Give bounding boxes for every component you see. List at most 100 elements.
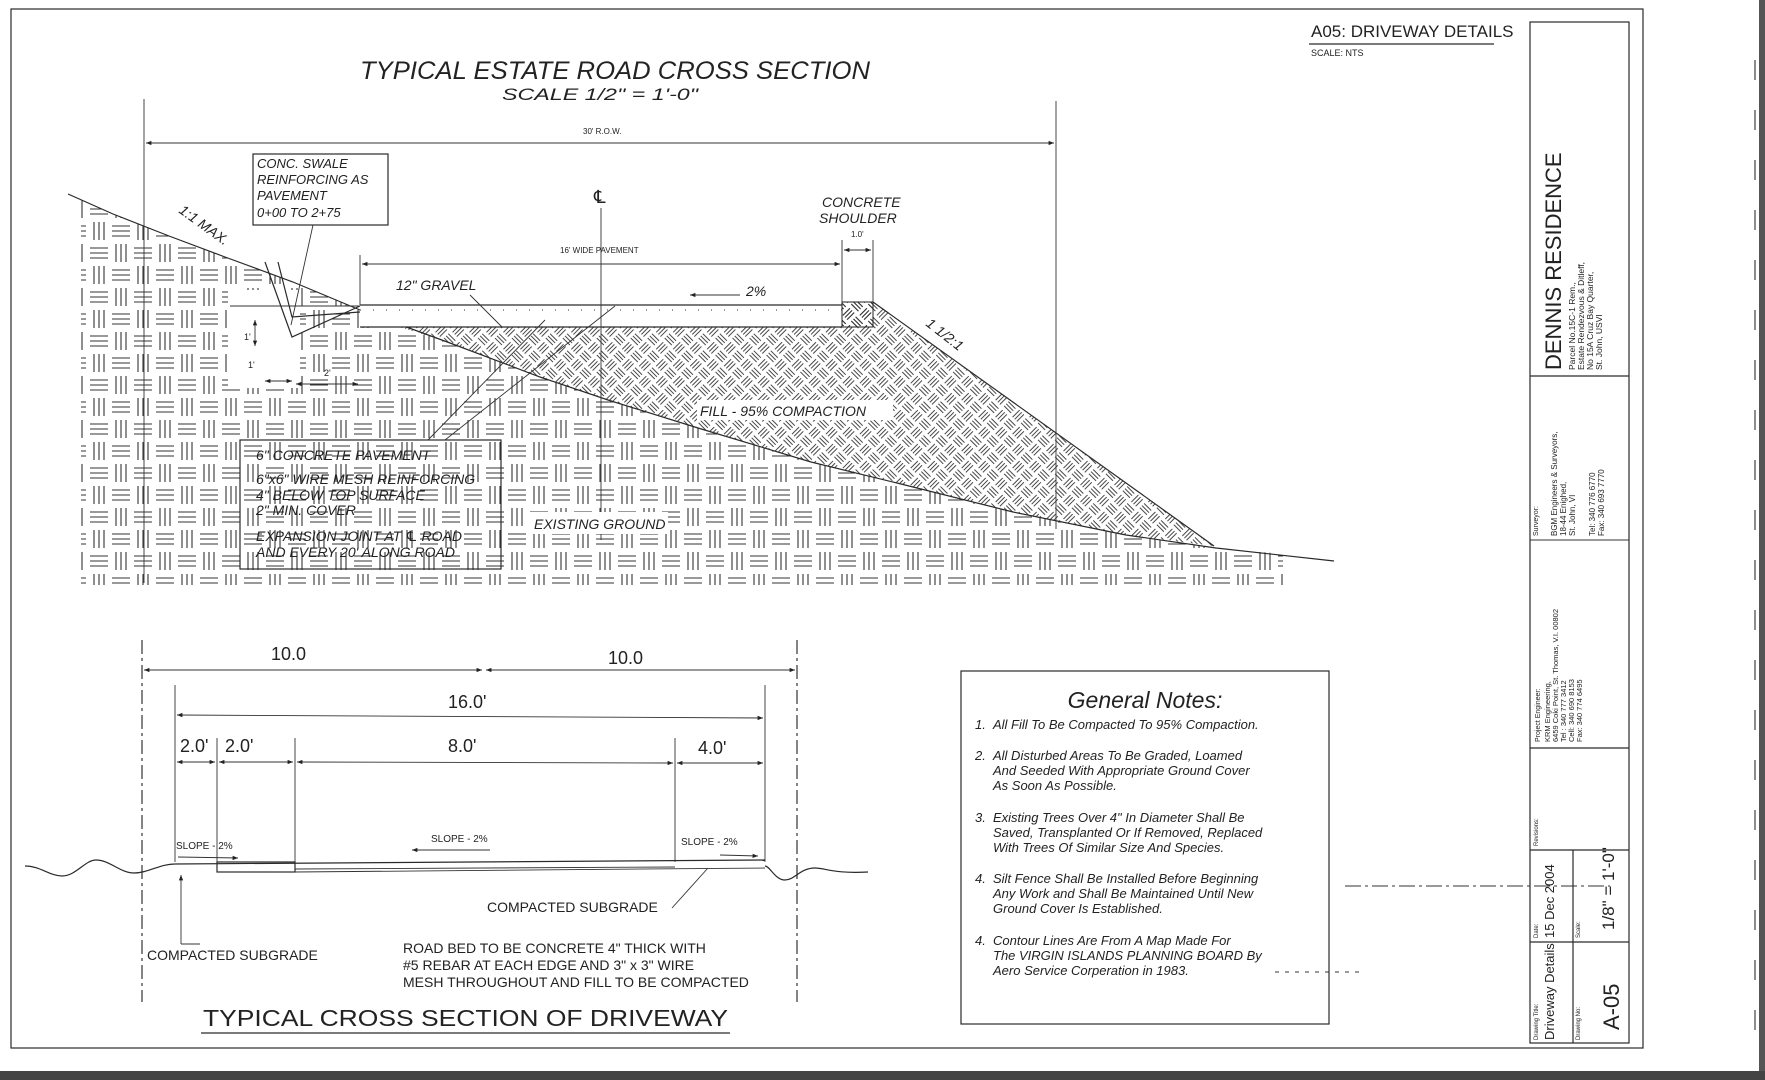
project-address-line: Estate Rendezvous & Ditleff, xyxy=(1576,262,1586,370)
drawing-number: A-05 xyxy=(1599,984,1624,1030)
general-notes: General Notes: 1. All Fill To Be Compact… xyxy=(960,670,1610,1025)
shoulder-label: CONCRETE xyxy=(822,194,901,210)
date-label: Date: xyxy=(1534,923,1540,938)
road-section-title: TYPICAL ESTATE ROAD CROSS SECTION xyxy=(360,57,871,85)
dim-segment: 2.0' xyxy=(180,736,208,756)
slope-label: SLOPE - 2% xyxy=(176,841,233,852)
cross-slope-label: 2% xyxy=(745,283,766,299)
engineer-label: Project Engineer: xyxy=(1535,688,1542,742)
scan-edge-bottom xyxy=(0,1071,1765,1080)
note-line: Ground Cover Is Established. xyxy=(993,901,1163,916)
driveway-slab-top xyxy=(174,859,766,865)
general-notes-box xyxy=(960,670,1330,1025)
road-bed-note-line: #5 REBAR AT EACH EDGE AND 3" x 3" WIRE xyxy=(403,957,694,973)
pavement-note-line: 2" MIN. COVER xyxy=(255,502,356,518)
drawing-date: 15 Dec 2004 xyxy=(1542,864,1557,938)
subgrade-label: COMPACTED SUBGRADE xyxy=(147,947,318,963)
note-line: Existing Trees Over 4" In Diameter Shall… xyxy=(993,810,1244,825)
note-line: The VIRGIN ISLANDS PLANNING BOARD By xyxy=(993,948,1263,963)
drawing-no-label: Drawing No: xyxy=(1576,1007,1582,1040)
slope-label: SLOPE - 2% xyxy=(431,834,488,845)
dim-left-half: 10.0 xyxy=(271,644,306,664)
ground-line xyxy=(24,859,869,881)
road-section-scale: SCALE 1/2" = 1'-0" xyxy=(502,85,699,104)
note-line: Any Work and Shall Be Maintained Until N… xyxy=(992,886,1255,901)
swale-clear xyxy=(228,290,300,388)
dim-right-half: 10.0 xyxy=(608,648,643,668)
dim-total: 16.0' xyxy=(448,692,486,712)
drawing-title-label: Drawing Title: xyxy=(1534,1003,1540,1040)
dim-segment: 8.0' xyxy=(448,736,476,756)
surveyor-phone: Tel: 340 776 6770 xyxy=(1588,472,1597,536)
note-line: All Fill To Be Compacted To 95% Compacti… xyxy=(992,717,1259,732)
engineer-line: Tel : 340 777 3412 xyxy=(1559,680,1568,742)
sheet-border xyxy=(10,8,1644,1049)
existing-ground-line xyxy=(67,193,1335,562)
note-number: 2. xyxy=(974,748,986,763)
note-line: Aero Service Corperation in 1983. xyxy=(992,963,1189,978)
swale-note-line: PAVEMENT xyxy=(257,188,328,203)
road-bed-note-line: ROAD BED TO BE CONCRETE 4" THICK WITH xyxy=(403,940,706,956)
engineer-line: 6459 Coki Point, St. Thomas, V.I. 00802 xyxy=(1551,609,1560,742)
general-notes-title: General Notes: xyxy=(1068,687,1223,713)
fill-slope-line xyxy=(872,301,1215,547)
note-number: 4. xyxy=(975,871,986,886)
pavement-note-line: 6" CONCRETE PAVEMENT xyxy=(256,447,432,463)
note-line: Contour Lines Are From A Map Made For xyxy=(993,933,1231,948)
dim-segment: 2.0' xyxy=(225,736,253,756)
swale-note-line: REINFORCING AS xyxy=(257,172,369,187)
project-name: DENNIS RESIDENCE xyxy=(1541,152,1566,370)
project-address-line: No 15A Cruz Bay Quarter, xyxy=(1585,272,1595,370)
fill-label: FILL - 95% COMPACTION xyxy=(700,403,867,419)
pavement-note-line: 6"x6" WIRE MESH REINFORCING xyxy=(256,471,475,487)
note-line: All Disturbed Areas To Be Graded, Loamed xyxy=(992,748,1243,763)
subgrade-label: COMPACTED SUBGRADE xyxy=(487,899,658,915)
drawing-scale: 1/8" = 1'-0" xyxy=(1599,847,1618,930)
swale-note-line: CONC. SWALE xyxy=(257,156,348,171)
surveyor-line: BGM Engineers & Surveyors, xyxy=(1550,432,1559,536)
swale-dim-label: 1' xyxy=(248,360,255,370)
surveyor-line: St. John, VI xyxy=(1568,495,1577,536)
note-line: And Seeded With Appropriate Ground Cover xyxy=(992,763,1250,778)
sheet-title: A05: DRIVEWAY DETAILS xyxy=(1311,22,1514,41)
surveyor-line: 18-44 Enighed, xyxy=(1559,482,1568,536)
swale-note-box xyxy=(252,153,389,226)
pavement-note-box xyxy=(239,439,502,570)
note-line: Saved, Transplanted Or If Removed, Repla… xyxy=(993,825,1263,840)
note-line: With Trees Of Similar Size And Species. xyxy=(993,840,1224,855)
pavement-note-line: EXPANSION JOINT AT ℄ ROAD xyxy=(256,528,462,544)
note-number: 4. xyxy=(975,933,986,948)
slope-label: SLOPE - 2% xyxy=(681,837,738,848)
dim-segment: 4.0' xyxy=(698,738,726,758)
surveyor-phone: Fax: 340 693 7770 xyxy=(1597,469,1606,536)
sheet-scale: SCALE: NTS xyxy=(1311,48,1364,58)
note-number: 1. xyxy=(975,717,986,732)
scale-label: Scale: xyxy=(1576,921,1582,938)
driveway-section-title: TYPICAL CROSS SECTION OF DRIVEWAY xyxy=(203,1005,728,1031)
surveyor-label: Surveyor: xyxy=(1533,506,1540,536)
shoulder-dimension-label: 1.0' xyxy=(851,230,864,239)
existing-ground-hatch xyxy=(81,200,1283,585)
centerline-symbol: ℄ xyxy=(593,187,606,207)
concrete-swale xyxy=(264,261,361,338)
revisions-label: Revisions: xyxy=(1534,818,1540,846)
engineer-line: KRM Engineering, xyxy=(1543,681,1552,742)
pavement-dimension-label: 16' WIDE PAVEMENT xyxy=(560,246,639,255)
note-line: Silt Fence Shall Be Installed Before Beg… xyxy=(993,871,1259,886)
swale-dim-label: 2' xyxy=(324,368,331,378)
thickened-edge xyxy=(216,861,296,873)
sheet-header: A05: DRIVEWAY DETAILS SCALE: NTS xyxy=(1309,22,1514,58)
engineer-line: Fax: 340 774 6495 xyxy=(1575,679,1584,742)
engineer-line: Cell: 340 690 8153 xyxy=(1567,679,1576,742)
swale-depth-label: 1' xyxy=(244,332,251,342)
gravel-label: 12" GRAVEL xyxy=(396,277,476,293)
existing-ground-label: EXISTING GROUND xyxy=(534,516,665,532)
project-address-line: St. John, USVI xyxy=(1594,314,1604,370)
pavement-note-line: AND EVERY 20' ALONG ROAD xyxy=(255,544,455,560)
shoulder-label: SHOULDER xyxy=(819,210,897,226)
swale-note-line: 0+00 TO 2+75 xyxy=(257,205,341,220)
project-address-line: Parcel No.15C-1 Rem., xyxy=(1567,282,1577,370)
road-cross-section: TYPICAL ESTATE ROAD CROSS SECTION SCALE … xyxy=(67,57,1335,585)
note-line: As Soon As Possible. xyxy=(992,778,1117,793)
